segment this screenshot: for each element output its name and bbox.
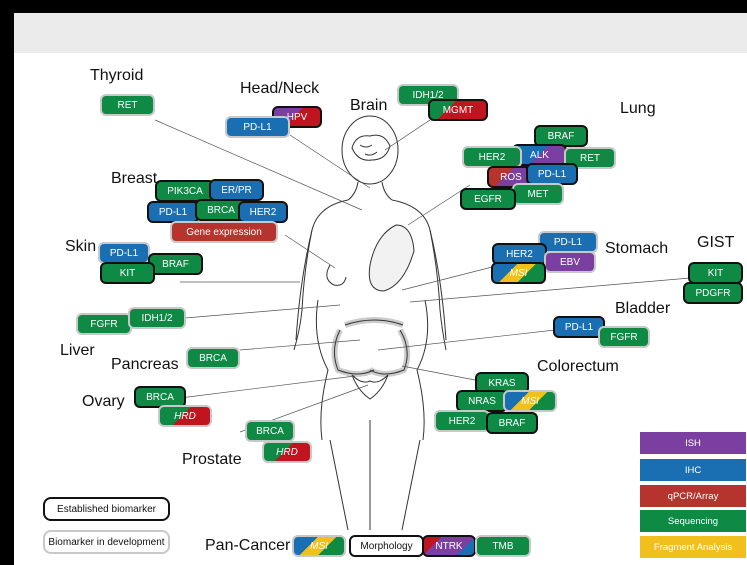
- biomarker-chip: MSI: [491, 262, 546, 284]
- legend-ish: ISH: [640, 432, 746, 454]
- biomarker-chip: HER2: [434, 410, 490, 432]
- biomarker-chip: Morphology: [349, 535, 424, 557]
- biomarker-chip: HRD: [262, 441, 312, 463]
- biomarker-chip: PD-L1: [225, 116, 290, 138]
- organ-label-colorectum: Colorectum: [537, 358, 619, 376]
- biomarker-chip: KIT: [100, 262, 155, 284]
- biomarker-chip: Gene expression: [170, 221, 278, 243]
- organ-label-head-neck: Head/Neck: [240, 80, 319, 98]
- organ-label-brain: Brain: [350, 97, 387, 115]
- biomarker-chip: MET: [512, 183, 564, 205]
- key-development: Biomarker in development: [43, 530, 170, 554]
- key-established: Established biomarker: [43, 497, 170, 521]
- biomarker-chip: TMB: [475, 535, 531, 557]
- biomarker-chip: ER/PR: [209, 179, 264, 201]
- biomarker-chip: BRCA: [186, 347, 240, 369]
- biomarker-chip: FGFR: [76, 313, 132, 335]
- biomarker-chip: HER2: [462, 146, 522, 168]
- legend-ihc: IHC: [640, 459, 746, 481]
- biomarker-chip: MSI: [503, 390, 557, 412]
- biomarker-chip: EGFR: [460, 188, 516, 210]
- legend-qpcr: qPCR/Array: [640, 485, 746, 507]
- organ-label-pancreas: Pancreas: [111, 356, 179, 374]
- biomarker-chip: PD-L1: [538, 231, 598, 253]
- biomarker-chip: PDGFR: [683, 282, 743, 304]
- biomarker-chip: PD-L1: [526, 163, 578, 185]
- organ-label-breast: Breast: [111, 170, 157, 188]
- organ-label-thyroid: Thyroid: [90, 67, 143, 85]
- organ-label-bladder: Bladder: [615, 300, 670, 318]
- biomarker-chip: BRAF: [148, 253, 203, 275]
- biomarker-chip: NTRK: [422, 535, 476, 557]
- organ-label-pan-cancer: Pan-Cancer: [205, 537, 290, 555]
- biomarker-chip: BRCA: [245, 420, 295, 442]
- biomarker-chip: BRAF: [486, 412, 538, 434]
- biomarker-chip: RET: [100, 94, 155, 116]
- organ-label-stomach: Stomach: [605, 240, 668, 258]
- legend-fragment: Fragment Analysis: [640, 536, 746, 558]
- biomarker-chip: PD-L1: [98, 242, 150, 264]
- biomarker-chip: MGMT: [428, 99, 488, 121]
- biomarker-chip: IDH1/2: [128, 307, 186, 329]
- organ-label-prostate: Prostate: [182, 451, 242, 469]
- biomarker-chip: FGFR: [598, 326, 650, 348]
- biomarker-chip: EBV: [544, 251, 596, 273]
- organ-label-skin: Skin: [65, 238, 96, 256]
- biomarker-chip: PD-L1: [147, 201, 199, 223]
- biomarker-chip: KIT: [688, 262, 743, 284]
- legend-sequencing: Sequencing: [640, 510, 746, 532]
- organ-label-gist: GIST: [697, 234, 734, 252]
- biomarker-chip: HER2: [238, 201, 288, 223]
- biomarker-chip: MSI: [292, 535, 346, 557]
- biomarker-chip: NRAS: [456, 390, 508, 412]
- organ-label-liver: Liver: [60, 342, 95, 360]
- organ-label-lung: Lung: [620, 100, 656, 118]
- biomarker-chip: HRD: [158, 405, 212, 427]
- organ-label-ovary: Ovary: [82, 393, 125, 411]
